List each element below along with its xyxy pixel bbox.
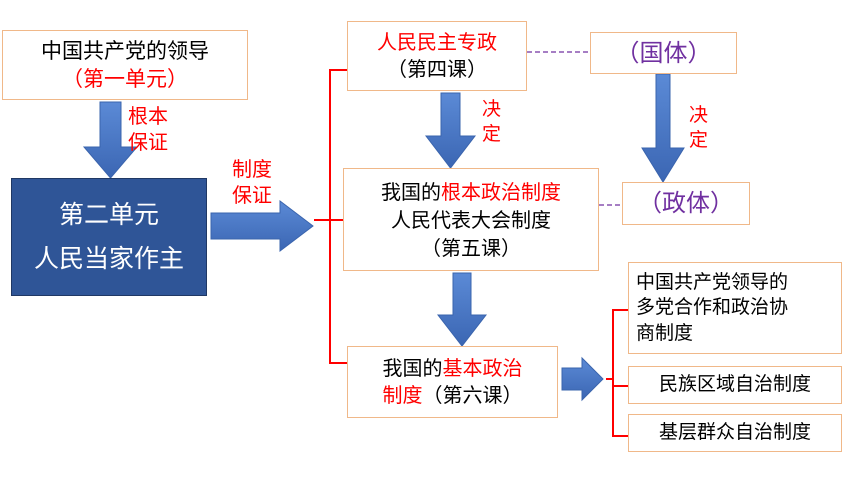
arrow-down-ch5-ch6 xyxy=(436,272,488,347)
unit2-box: 第二单元 人民当家作主 xyxy=(11,178,207,296)
unit2-title: 第二单元 xyxy=(58,200,159,230)
label-system-guarantee-line2: 保证 xyxy=(232,183,272,207)
fundamental-system-box: 我国的根本政治制度 人民代表大会制度 （第五课） xyxy=(343,168,599,271)
label-system-guarantee: 制度 保证 xyxy=(232,156,272,208)
unit2-theme: 人民当家作主 xyxy=(33,244,184,273)
arrow-down-unit1-unit2 xyxy=(82,101,139,179)
dictatorship-title: 人民民主专政 xyxy=(377,30,497,54)
label-decide-left-line2: 定 xyxy=(482,122,502,145)
basic-item-multiparty: 中国共产党领导的 多党合作和政治协 商制度 xyxy=(628,262,842,354)
unit1-box: 中国共产党的领导 （第一单元） xyxy=(2,30,248,100)
unit1-subtitle: （第一单元） xyxy=(62,67,188,91)
basic-item-multiparty-line3: 商制度 xyxy=(636,321,694,344)
basic-item-ethnic-autonomy: 民族区域自治制度 xyxy=(628,366,842,404)
basic-system-line1: 我国的基本政治 xyxy=(383,355,523,382)
fundamental-prefix: 我国的 xyxy=(381,179,441,204)
basic-item-grassroots: 基层群众自治制度 xyxy=(628,414,842,452)
arrow-down-ch4-ch5 xyxy=(424,92,477,169)
unit1-title: 中国共产党的领导 xyxy=(41,38,209,63)
arrow-down-guoti-zhengti xyxy=(641,73,685,183)
label-decide-left-line1: 决 xyxy=(482,98,502,120)
basic-item-ethnic-autonomy-label: 民族区域自治制度 xyxy=(658,373,811,396)
government-form-label: （政体） xyxy=(638,189,734,218)
state-nature-box: （国体） xyxy=(590,32,737,74)
fundamental-system-name: 人民代表大会制度 xyxy=(391,207,551,232)
dictatorship-lesson: （第四课） xyxy=(387,57,487,81)
label-fundamental-guarantee: 根本 保证 xyxy=(128,103,168,155)
fundamental-system-lesson: （第五课） xyxy=(421,235,521,260)
basic-item-multiparty-line2: 多党合作和政治协 xyxy=(636,296,789,319)
government-form-box: （政体） xyxy=(622,182,750,225)
label-decide-left: 决 定 xyxy=(482,97,501,146)
bracket-left xyxy=(314,69,347,364)
label-decide-right: 决 定 xyxy=(689,103,708,152)
basic-prefix: 我国的 xyxy=(382,356,443,380)
label-decide-right-line2: 定 xyxy=(689,128,709,151)
basic-highlight-2: 制度 xyxy=(382,383,423,407)
arrow-right-unit2-bracket xyxy=(210,199,314,253)
fundamental-highlight: 根本政治制度 xyxy=(441,179,561,204)
basic-item-multiparty-line1: 中国共产党领导的 xyxy=(636,270,789,293)
label-fundamental-guarantee-line2: 保证 xyxy=(128,130,168,154)
basic-system-line2: 制度（第六课） xyxy=(383,382,523,409)
label-decide-right-line1: 决 xyxy=(689,104,709,126)
label-system-guarantee-line1: 制度 xyxy=(232,157,272,181)
label-fundamental-guarantee-line1: 根本 xyxy=(128,104,168,128)
basic-item-grassroots-label: 基层群众自治制度 xyxy=(658,421,811,444)
dictatorship-box: 人民民主专政 （第四课） xyxy=(347,21,527,91)
fundamental-system-line1: 我国的根本政治制度 xyxy=(381,178,561,206)
basic-system-box: 我国的基本政治 制度（第六课） xyxy=(347,346,558,418)
state-nature-label: （国体） xyxy=(615,38,712,67)
basic-lesson: （第六课） xyxy=(422,383,523,407)
arrow-right-ch6-bracket xyxy=(561,356,604,402)
basic-highlight-1: 基本政治 xyxy=(442,356,523,380)
bracket-right xyxy=(606,309,628,437)
